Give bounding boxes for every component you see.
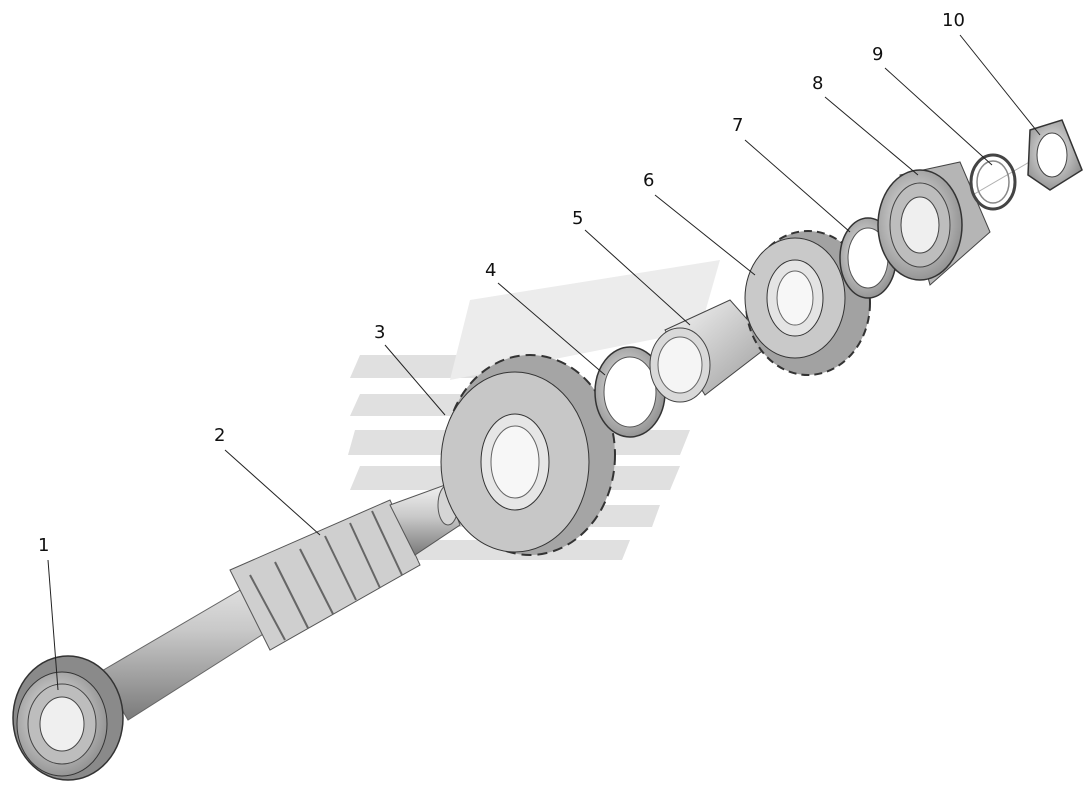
small-gear-part-6	[744, 230, 871, 376]
callout-6: 6	[643, 170, 655, 191]
leader-line-7	[744, 139, 851, 233]
bushing-part-5	[649, 299, 771, 403]
washer-part-7	[839, 217, 897, 299]
callout-8: 8	[812, 73, 824, 94]
washer-part-4	[594, 346, 666, 438]
shaft-part-2	[99, 484, 461, 721]
callout-2: 2	[214, 425, 226, 446]
leader-line-3	[384, 344, 446, 416]
nut-part-10	[1027, 119, 1083, 191]
leader-line-5	[584, 229, 691, 326]
callout-7: 7	[732, 115, 744, 136]
leader-line-10	[959, 34, 1041, 136]
callout-4: 4	[485, 260, 497, 281]
leader-line-2	[224, 449, 321, 536]
leader-line-6	[654, 194, 756, 276]
large-gear-part-3	[440, 354, 616, 556]
callout-3: 3	[374, 322, 386, 343]
bearing-part-1	[12, 655, 124, 781]
callout-9: 9	[872, 44, 884, 65]
lock-washer-part-9	[969, 153, 1017, 211]
leader-line-1	[47, 559, 59, 691]
leader-line-9	[884, 67, 993, 166]
callout-1: 1	[38, 535, 50, 556]
leader-line-4	[497, 282, 606, 376]
bearing-part-8	[877, 161, 991, 286]
leader-line-8	[824, 96, 919, 176]
leader-lines	[47, 34, 1041, 691]
callout-5: 5	[572, 208, 584, 229]
callout-10: 10	[942, 10, 965, 31]
